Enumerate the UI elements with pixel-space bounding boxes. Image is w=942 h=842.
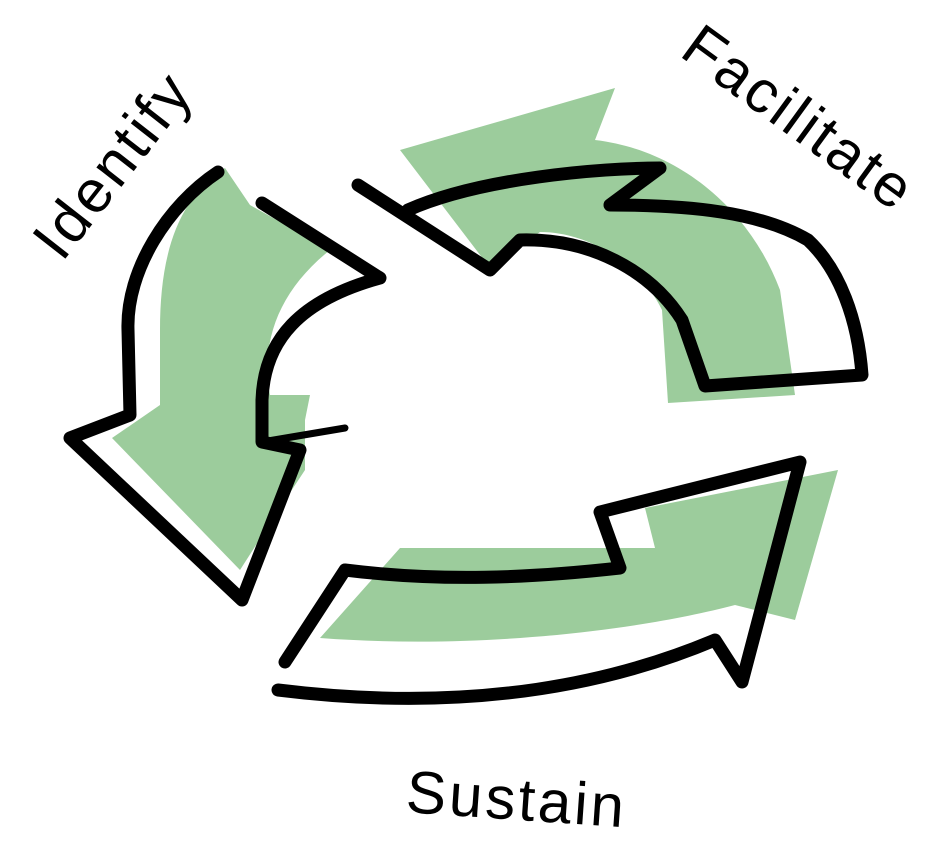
facilitate-arrow-fill bbox=[400, 88, 795, 403]
sustain-arrow-fill bbox=[320, 470, 838, 642]
identify-arrow bbox=[63, 165, 387, 607]
sustain-label: Sustain bbox=[404, 758, 629, 840]
facilitate-arrow-outline bbox=[351, 161, 869, 393]
identify-arrow-outline-inner bbox=[258, 424, 349, 446]
identify-arrow-outline bbox=[63, 165, 387, 607]
identify-arrow-fill bbox=[112, 168, 330, 570]
sustain-arrow bbox=[271, 455, 838, 705]
sustain-arrow-outline bbox=[271, 455, 807, 705]
facilitate-arrow bbox=[351, 88, 869, 403]
